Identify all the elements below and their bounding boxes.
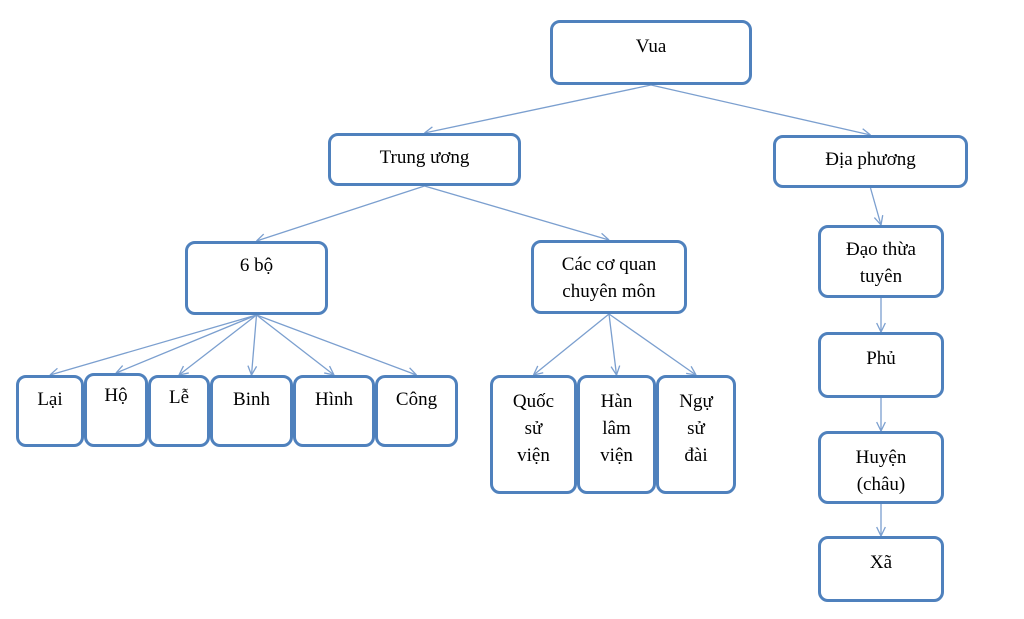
node-vua: Vua: [550, 20, 752, 85]
node-cac-co-quan: Các cơ quan chuyên môn: [531, 240, 687, 314]
edge-vua-trung_uong: [424, 84, 652, 137]
node-phu: Phủ: [818, 332, 944, 398]
node-han-lam-vien: Hàn lâm viện: [577, 375, 656, 494]
edge-sau_bo-ho: [115, 314, 257, 375]
node-trung-uong: Trung ương: [328, 133, 521, 186]
edge-sau_bo-lai: [49, 314, 257, 378]
edge-sau_bo-cong: [256, 314, 417, 377]
node-binh: Binh: [210, 375, 293, 447]
node-dao-thua-tuyen: Đạo thừa tuyên: [818, 225, 944, 298]
edge-co_quan-ngu_su_dai: [608, 313, 697, 376]
edge-trung_uong-co_quan: [424, 185, 610, 243]
node-6-bo: 6 bộ: [185, 241, 328, 315]
edge-vua-dia_phuong: [650, 84, 871, 138]
edge-sau_bo-hinh: [256, 314, 335, 376]
node-quoc-su-vien: Quốc sử viện: [490, 375, 577, 494]
node-cong: Công: [375, 375, 458, 447]
edge-sau_bo-binh: [247, 314, 258, 376]
edge-sau_bo-le: [178, 314, 257, 376]
node-hinh: Hình: [293, 375, 375, 447]
edge-phu-huyen: [876, 398, 886, 432]
node-lai: Lại: [16, 375, 84, 447]
node-ho: Hộ: [84, 373, 148, 447]
edge-co_quan-han_lam_vien: [608, 313, 621, 376]
edge-huyen-xa: [876, 504, 886, 537]
node-ngu-su-dai: Ngự sử đài: [656, 375, 736, 494]
node-le: Lễ: [148, 375, 210, 447]
node-xa: Xã: [818, 536, 944, 602]
edge-co_quan-quoc_su_vien: [532, 313, 610, 376]
node-huyen-chau: Huyện (châu): [818, 431, 944, 504]
edge-dia_phuong-dao_thua_tuyen: [869, 187, 884, 226]
edge-trung_uong-sau_bo: [256, 185, 425, 243]
node-dia-phuong: Địa phương: [773, 135, 968, 188]
edge-dao_thua_tuyen-phu: [876, 298, 886, 333]
